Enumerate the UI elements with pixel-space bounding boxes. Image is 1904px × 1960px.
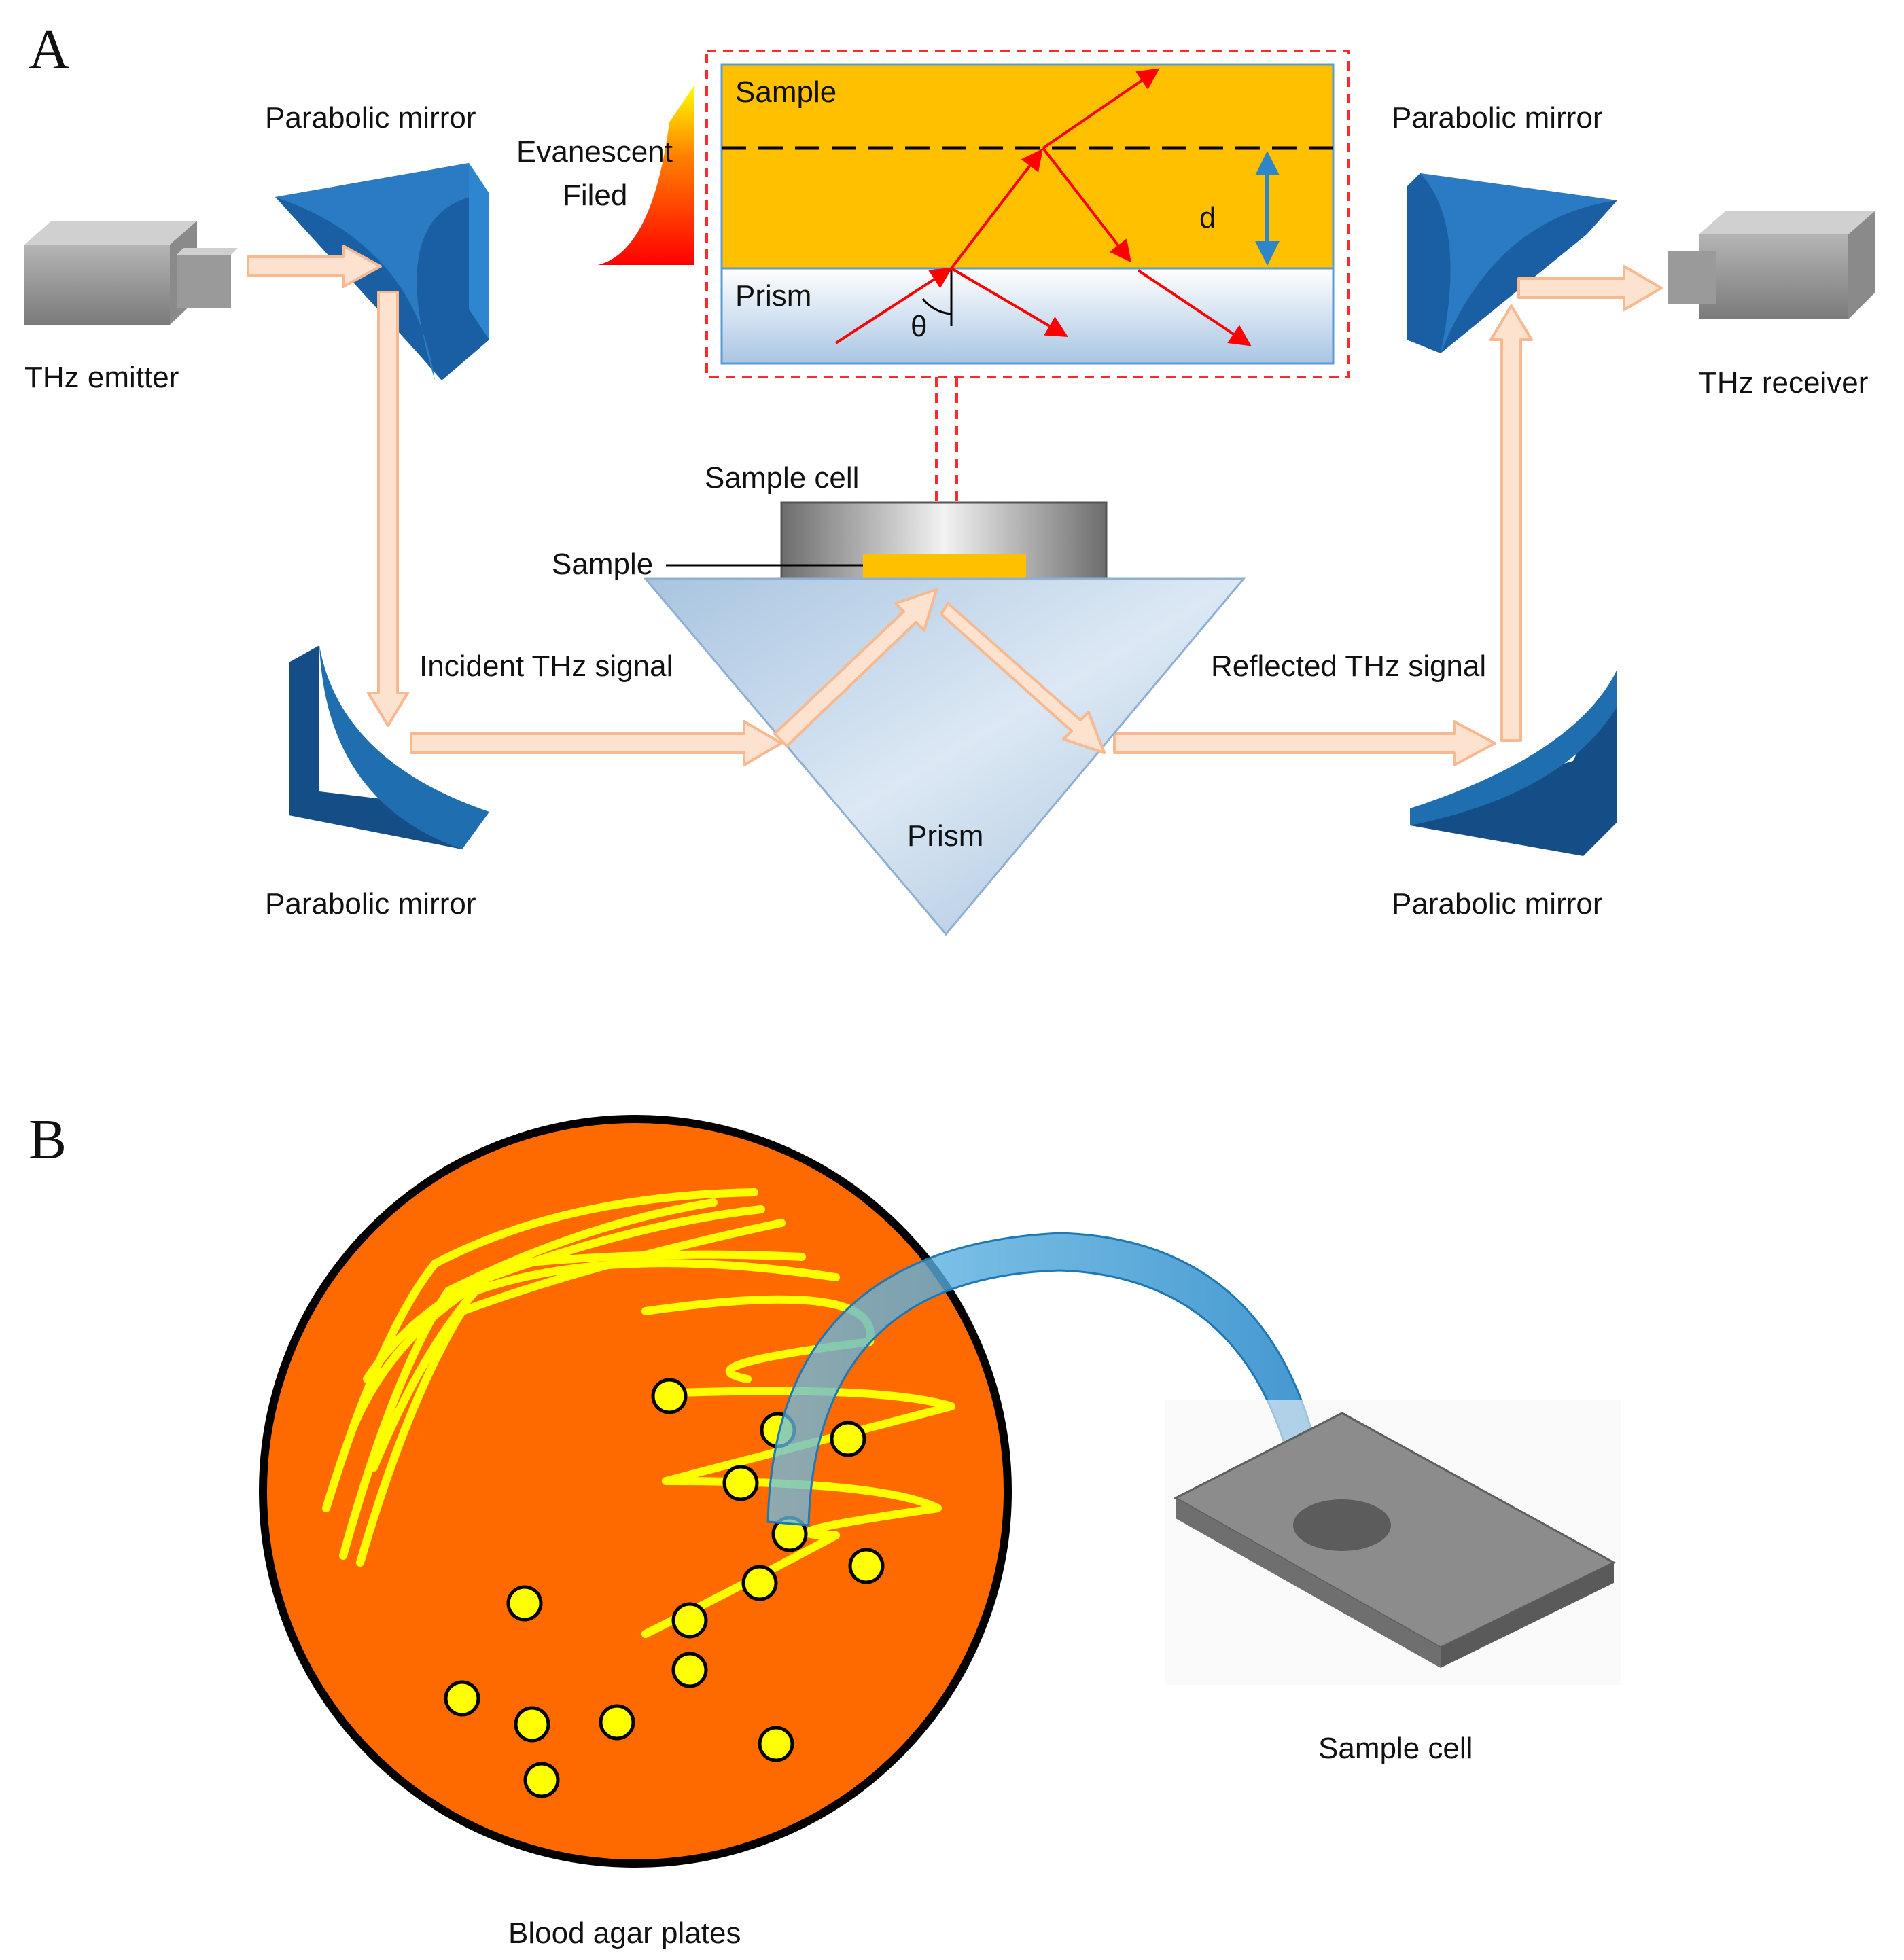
parabolic-mirror-top-left-icon (275, 163, 489, 380)
d-label: d (1199, 201, 1216, 234)
prism-label: Prism (907, 819, 983, 853)
colony (671, 1602, 708, 1639)
colony (848, 1548, 885, 1584)
evanescent-gradient (598, 85, 694, 265)
sample-label: Sample (552, 548, 653, 581)
theta-label: θ (911, 310, 927, 343)
colony (514, 1706, 550, 1743)
thz-receiver-icon (1668, 211, 1875, 319)
beam-arrow-receiver (1517, 265, 1663, 311)
evanescent-label-line2: Filed (563, 179, 627, 212)
sample-cell-bottom-label: Sample cell (1318, 1732, 1473, 1765)
beam-arrow-down-left (367, 291, 409, 727)
beam-arrow-incident (410, 720, 783, 766)
colony (523, 1762, 560, 1798)
panel-label-a: A (29, 18, 70, 81)
sample-layer (863, 554, 1026, 579)
beam-over-prism (773, 588, 1106, 754)
inset-prism-layer (720, 267, 1335, 365)
thz-emitter-icon (24, 221, 238, 325)
inset-zoom-box: Sample Prism θ d (705, 50, 1350, 378)
beam-arrow-reflected (1113, 720, 1496, 766)
beam-arrow-emitter (247, 245, 382, 288)
thz-emitter-label: THz emitter (24, 361, 179, 394)
mirror-top-left-label: Parabolic mirror (265, 101, 476, 135)
parabolic-mirror-top-right-icon (1407, 173, 1617, 353)
mirror-bottom-left-label: Parabolic mirror (265, 887, 476, 921)
sample-cell-bottom-icon (1165, 1400, 1621, 1685)
thz-receiver-label: THz receiver (1699, 366, 1868, 399)
colony (444, 1680, 480, 1717)
mirror-bottom-right-label: Parabolic mirror (1392, 887, 1603, 921)
colonies (444, 1378, 885, 1798)
colony (741, 1565, 778, 1601)
parabolic-mirror-bottom-left-icon (289, 645, 489, 849)
mirror-top-right-label: Parabolic mirror (1392, 101, 1603, 135)
colony (758, 1726, 794, 1762)
inset-sample-label: Sample (735, 75, 836, 109)
colony (651, 1378, 688, 1414)
reflected-signal-label: Reflected THz signal (1211, 649, 1486, 683)
sample-cell-top-label: Sample cell (705, 461, 859, 495)
colony (506, 1585, 543, 1622)
inset-prism-label: Prism (735, 279, 811, 313)
panel-label-b: B (29, 1108, 67, 1171)
beam-arrow-up-right (1489, 304, 1533, 742)
parabolic-mirror-bottom-right-icon (1410, 669, 1617, 856)
evanescent-label-line1: Evanescent (516, 135, 673, 168)
colony (599, 1704, 635, 1741)
prism-shape (643, 577, 1246, 936)
red-rays (834, 68, 1252, 346)
incident-signal-label: Incident THz signal (419, 649, 673, 683)
angle-arc (921, 298, 952, 315)
colony (722, 1465, 759, 1501)
colony (671, 1652, 708, 1688)
blood-agar-label: Blood agar plates (508, 1917, 741, 1950)
colony (830, 1421, 866, 1457)
